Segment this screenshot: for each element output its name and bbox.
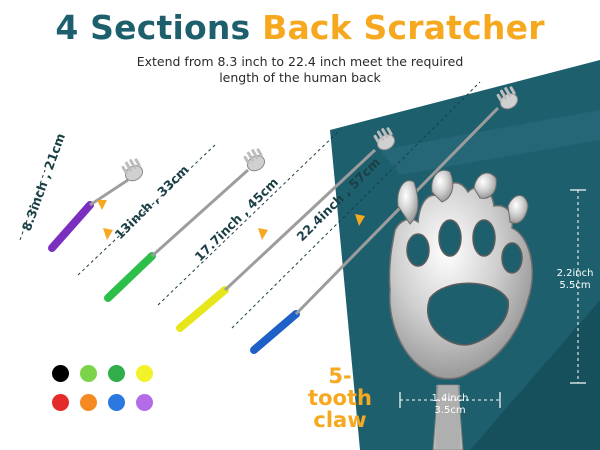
swatch-orange — [80, 394, 97, 411]
handle-blue — [250, 310, 300, 354]
scratcher-17inch: 17.7inch , 45cm — [157, 127, 396, 332]
swatch-red — [52, 394, 69, 411]
shaft — [150, 168, 250, 258]
swatch-purple — [136, 394, 153, 411]
swatch-blue — [108, 394, 125, 411]
claw-small-icon — [373, 127, 396, 151]
length-label-4: 22.4inch , 57cm — [294, 155, 384, 245]
title-part-2: Back Scratcher — [262, 8, 545, 47]
claw-label-line-1: 5-tooth — [308, 364, 372, 410]
height-dimension — [570, 189, 586, 384]
handle-purple — [48, 201, 94, 252]
subtitle-line-1: Extend from 8.3 inch to 22.4 inch meet t… — [136, 54, 464, 69]
arrow-marker — [97, 200, 107, 210]
length-label-1: 8.3inch , 21cm — [19, 131, 68, 233]
page-title: 4 Sections Back Scratcher — [0, 8, 600, 47]
swatch-light-green — [80, 365, 97, 382]
width-inch: 1.4inch — [431, 393, 469, 404]
claw-small-icon — [121, 158, 144, 182]
title-part-1: 4 Sections — [55, 8, 251, 47]
subtitle-line-2: length of the human back — [219, 70, 381, 85]
swatch-green — [108, 365, 125, 382]
arrow-marker — [355, 214, 365, 226]
swatch-yellow — [136, 365, 153, 382]
height-inch: 2.2inch — [556, 268, 594, 279]
claw-closeup — [388, 169, 534, 450]
height-cm: 5.5cm — [559, 280, 591, 291]
swatch-black — [52, 365, 69, 382]
width-cm: 3.5cm — [434, 405, 466, 416]
shaft — [223, 148, 377, 292]
handle-green — [104, 252, 156, 302]
claw-small-icon — [496, 86, 519, 110]
width-label: 1.4inch 3.5cm — [430, 393, 470, 417]
claw-small-icon — [243, 148, 266, 172]
shaft — [89, 178, 129, 207]
width-dimension — [399, 392, 501, 408]
subtitle: Extend from 8.3 inch to 22.4 inch meet t… — [130, 54, 470, 86]
claw-label: 5-tooth claw — [300, 365, 380, 431]
shaft — [294, 106, 500, 316]
arrow-marker — [103, 228, 113, 240]
handle-yellow — [176, 286, 229, 332]
claw-label-line-2: claw — [313, 408, 367, 432]
arrow-marker — [258, 228, 268, 240]
height-label: 2.2inch 5.5cm — [550, 268, 600, 292]
